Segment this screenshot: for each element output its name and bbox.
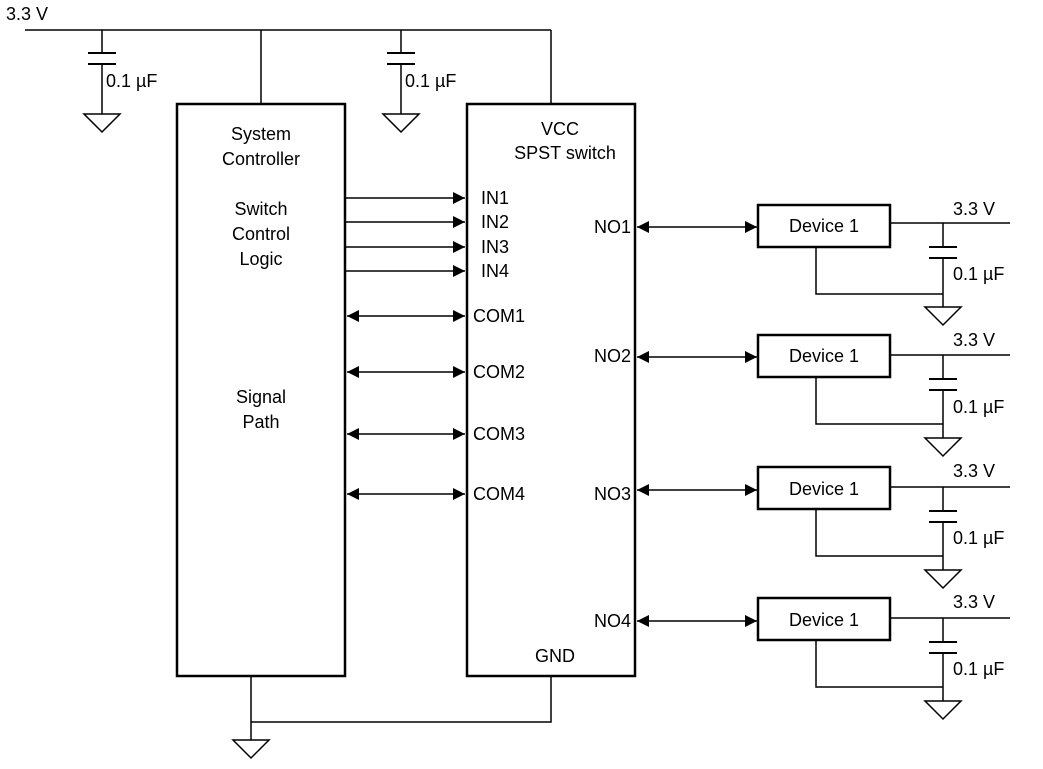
cap-mid-value: 0.1 µF bbox=[405, 71, 456, 91]
cap-left-value: 0.1 µF bbox=[106, 71, 157, 91]
device-2-cap bbox=[929, 378, 957, 391]
device-label-4: Device 1 bbox=[789, 610, 859, 630]
pin-com4: COM4 bbox=[473, 484, 525, 504]
switch-title: SPST switch bbox=[514, 143, 616, 163]
pin-no1: NO1 bbox=[594, 217, 631, 237]
pin-no2: NO2 bbox=[594, 346, 631, 366]
device-3-cap bbox=[929, 510, 957, 523]
pin-in4: IN4 bbox=[481, 261, 509, 281]
device-rail-3: 3.3 V bbox=[953, 461, 995, 481]
controller-title-1: System bbox=[231, 124, 291, 144]
pin-in2: IN2 bbox=[481, 212, 509, 232]
control-logic-1: Switch bbox=[234, 199, 287, 219]
control-logic-2: Control bbox=[232, 224, 290, 244]
device-2-wiring bbox=[815, 354, 1010, 438]
signal-path-1: Signal bbox=[236, 387, 286, 407]
switch-vcc-label: VCC bbox=[541, 119, 579, 139]
device-box-4 bbox=[756, 596, 892, 642]
device-cap-2: 0.1 µF bbox=[953, 397, 1004, 417]
decoupling-cap-left bbox=[82, 30, 122, 134]
device-label-1: Device 1 bbox=[789, 216, 859, 236]
controller-title-2: Controller bbox=[222, 149, 300, 169]
device-box-2 bbox=[756, 333, 892, 379]
device-1-ground-icon bbox=[923, 306, 963, 327]
device-rail-4: 3.3 V bbox=[953, 592, 995, 612]
control-logic-3: Logic bbox=[239, 249, 282, 269]
device-2-ground-icon bbox=[923, 437, 963, 458]
pin-com2: COM2 bbox=[473, 362, 525, 382]
device-1-cap bbox=[929, 246, 957, 259]
pin-com3: COM3 bbox=[473, 424, 525, 444]
device-box-3 bbox=[756, 465, 892, 511]
device-label-3: Device 1 bbox=[789, 479, 859, 499]
spst-switch-block bbox=[465, 102, 637, 678]
switch-gnd-label: GND bbox=[535, 646, 575, 666]
supply-rail-label: 3.3 V bbox=[6, 4, 48, 24]
device-3-ground-icon bbox=[923, 569, 963, 590]
pin-com1: COM1 bbox=[473, 306, 525, 326]
common-ground-wire bbox=[250, 676, 552, 740]
device-4-ground-icon bbox=[923, 700, 963, 721]
device-cap-1: 0.1 µF bbox=[953, 264, 1004, 284]
decoupling-cap-mid bbox=[381, 30, 421, 134]
device-rail-2: 3.3 V bbox=[953, 330, 995, 350]
system-controller-block bbox=[175, 102, 347, 678]
device-label-2: Device 1 bbox=[789, 346, 859, 366]
device-box-1 bbox=[756, 203, 892, 249]
device-4-wiring bbox=[815, 617, 1010, 701]
pin-no3: NO3 bbox=[594, 484, 631, 504]
device-cap-4: 0.1 µF bbox=[953, 659, 1004, 679]
pin-in3: IN3 bbox=[481, 237, 509, 257]
device-1-wiring bbox=[815, 222, 1010, 307]
pin-no4: NO4 bbox=[594, 611, 631, 631]
signal-path-2: Path bbox=[242, 412, 279, 432]
device-4-cap bbox=[929, 641, 957, 654]
common-ground-icon bbox=[231, 739, 271, 760]
device-cap-3: 0.1 µF bbox=[953, 528, 1004, 548]
device-3-wiring bbox=[815, 486, 1010, 570]
supply-rail-wire bbox=[25, 29, 552, 104]
device-rail-1: 3.3 V bbox=[953, 199, 995, 219]
pin-in1: IN1 bbox=[481, 188, 509, 208]
